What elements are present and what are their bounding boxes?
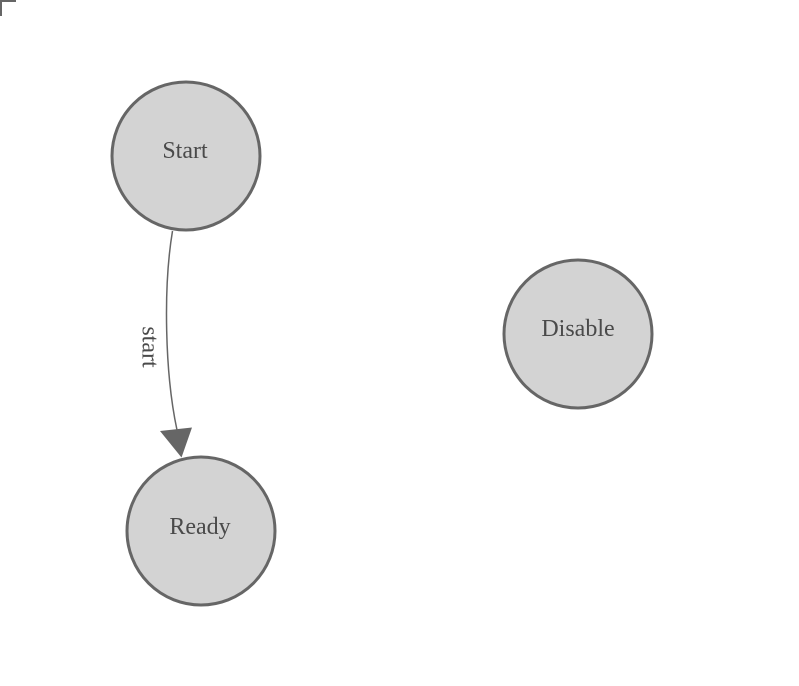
state-node-disable-circle[interactable]: [502, 258, 654, 410]
state-node-ready-label: Ready: [169, 514, 230, 540]
state-node-start-label: Start: [162, 138, 208, 164]
transition-edge-start-to-ready[interactable]: start: [136, 230, 192, 458]
state-node-start-circle[interactable]: [110, 80, 262, 232]
state-node-ready[interactable]: Ready: [125, 455, 277, 607]
paper-origin-corner-icon: [0, 0, 16, 16]
edge-arrowhead-icon: [160, 427, 192, 458]
edge-path[interactable]: [165, 230, 178, 431]
state-node-ready-circle[interactable]: [125, 455, 277, 607]
state-node-disable[interactable]: Disable: [502, 258, 654, 410]
state-node-start[interactable]: Start: [110, 80, 262, 232]
edge-label[interactable]: start: [136, 326, 162, 368]
state-node-disable-label: Disable: [541, 316, 614, 342]
